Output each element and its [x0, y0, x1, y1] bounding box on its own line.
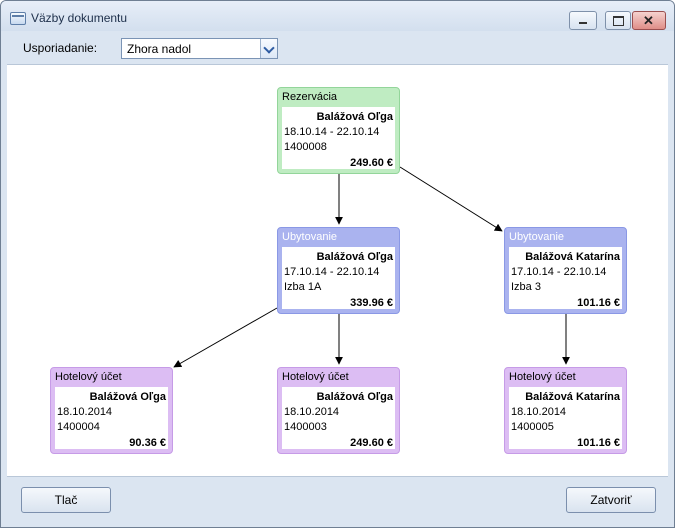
node-body: Balážová Oľga 18.10.2014 1400003 249.60 …: [282, 387, 395, 449]
node-date: 18.10.2014: [511, 406, 567, 418]
guest-name: Balážová Katarína: [525, 391, 620, 403]
node-code: 1400003: [284, 421, 327, 433]
chevron-down-icon[interactable]: [260, 39, 277, 58]
node-room: Izba 3: [511, 281, 541, 293]
close-button[interactable]: Zatvoriť: [566, 487, 656, 513]
node-title: Ubytovanie: [509, 231, 565, 243]
node-body: Balážová Oľga 17.10.14 - 22.10.14 Izba 1…: [282, 247, 395, 309]
hotel-bill-node-2[interactable]: Hotelový účet Balážová Oľga 18.10.2014 1…: [277, 367, 400, 454]
window-icon: [10, 12, 26, 25]
node-body: Balážová Oľga 18.10.14 - 22.10.14 140000…: [282, 107, 395, 169]
print-button[interactable]: Tlač: [21, 487, 111, 513]
node-dates: 17.10.14 - 22.10.14: [284, 266, 380, 278]
guest-name: Balážová Katarína: [525, 251, 620, 263]
node-code: 1400008: [284, 141, 327, 153]
minimize-icon: [579, 22, 587, 24]
hotel-bill-node-1[interactable]: Hotelový účet Balážová Oľga 18.10.2014 1…: [50, 367, 173, 454]
window-title: Väzby dokumentu: [31, 11, 128, 25]
maximize-button[interactable]: [605, 11, 631, 30]
node-code: 1400004: [57, 421, 100, 433]
node-dates: 18.10.14 - 22.10.14: [284, 126, 380, 138]
sort-select[interactable]: Zhora nadol: [121, 38, 278, 59]
node-code: 1400005: [511, 421, 554, 433]
close-window-button[interactable]: ✕: [632, 11, 666, 30]
sort-label: Usporiadanie:: [23, 41, 98, 55]
guest-name: Balážová Oľga: [316, 111, 393, 123]
node-dates: 17.10.14 - 22.10.14: [511, 266, 607, 278]
node-date: 18.10.2014: [284, 406, 340, 418]
close-icon: ✕: [643, 13, 654, 28]
stay-node-left[interactable]: Ubytovanie Balážová Oľga 17.10.14 - 22.1…: [277, 227, 400, 314]
node-room: Izba 1A: [284, 281, 322, 293]
node-date: 18.10.2014: [57, 406, 113, 418]
node-amount: 101.16 €: [577, 297, 620, 309]
node-amount: 339.96 €: [350, 297, 393, 309]
guest-name: Balážová Oľga: [89, 391, 166, 403]
node-title: Hotelový účet: [282, 371, 349, 383]
sort-select-value: Zhora nadol: [127, 42, 192, 56]
node-body: Balážová Katarína 17.10.14 - 22.10.14 Iz…: [509, 247, 622, 309]
node-amount: 249.60 €: [350, 437, 393, 449]
node-title: Hotelový účet: [509, 371, 576, 383]
node-title: Rezervácia: [282, 91, 338, 103]
node-title: Ubytovanie: [282, 231, 338, 243]
node-title: Hotelový účet: [55, 371, 122, 383]
node-body: Balážová Katarína 18.10.2014 1400005 101…: [509, 387, 622, 449]
hotel-bill-node-3[interactable]: Hotelový účet Balážová Katarína 18.10.20…: [504, 367, 627, 454]
maximize-icon: [613, 16, 624, 26]
reservation-node[interactable]: Rezervácia Balážová Oľga 18.10.14 - 22.1…: [277, 87, 400, 174]
stay-node-right[interactable]: Ubytovanie Balážová Katarína 17.10.14 - …: [504, 227, 627, 314]
minimize-button[interactable]: [569, 11, 597, 30]
guest-name: Balážová Oľga: [316, 251, 393, 263]
title-bar[interactable]: Väzby dokumentu ✕: [1, 1, 674, 31]
guest-name: Balážová Oľga: [316, 391, 393, 403]
node-body: Balážová Oľga 18.10.2014 1400004 90.36 €: [55, 387, 168, 449]
node-amount: 249.60 €: [350, 157, 393, 169]
node-amount: 101.16 €: [577, 437, 620, 449]
node-amount: 90.36 €: [129, 437, 166, 449]
